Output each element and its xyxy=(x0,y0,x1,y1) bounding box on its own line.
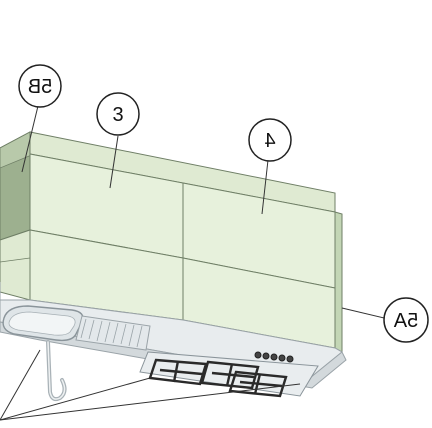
leader-lines xyxy=(0,105,385,421)
hob-grates xyxy=(148,358,288,398)
wall-panel-upper xyxy=(29,131,336,289)
callout-5a: 5A xyxy=(383,297,429,343)
callout-4: 4 xyxy=(248,118,292,162)
callout-3: 3 xyxy=(96,92,140,136)
sink-drainer xyxy=(75,315,151,351)
side-wall-panel xyxy=(0,131,35,241)
wall-panel-lower xyxy=(0,229,336,349)
callout-label-4: 4 xyxy=(264,130,275,152)
callout-label-3: 3 xyxy=(112,104,123,126)
sink xyxy=(2,305,84,342)
hob-knobs xyxy=(254,351,294,363)
callout-label-5a: 5A xyxy=(393,310,418,332)
faucet xyxy=(46,340,67,402)
callout-5b: 5B xyxy=(18,64,62,108)
callout-label-5b: 5B xyxy=(28,76,52,98)
gas-hob xyxy=(139,351,319,398)
side-wall-panel-right xyxy=(334,211,343,353)
